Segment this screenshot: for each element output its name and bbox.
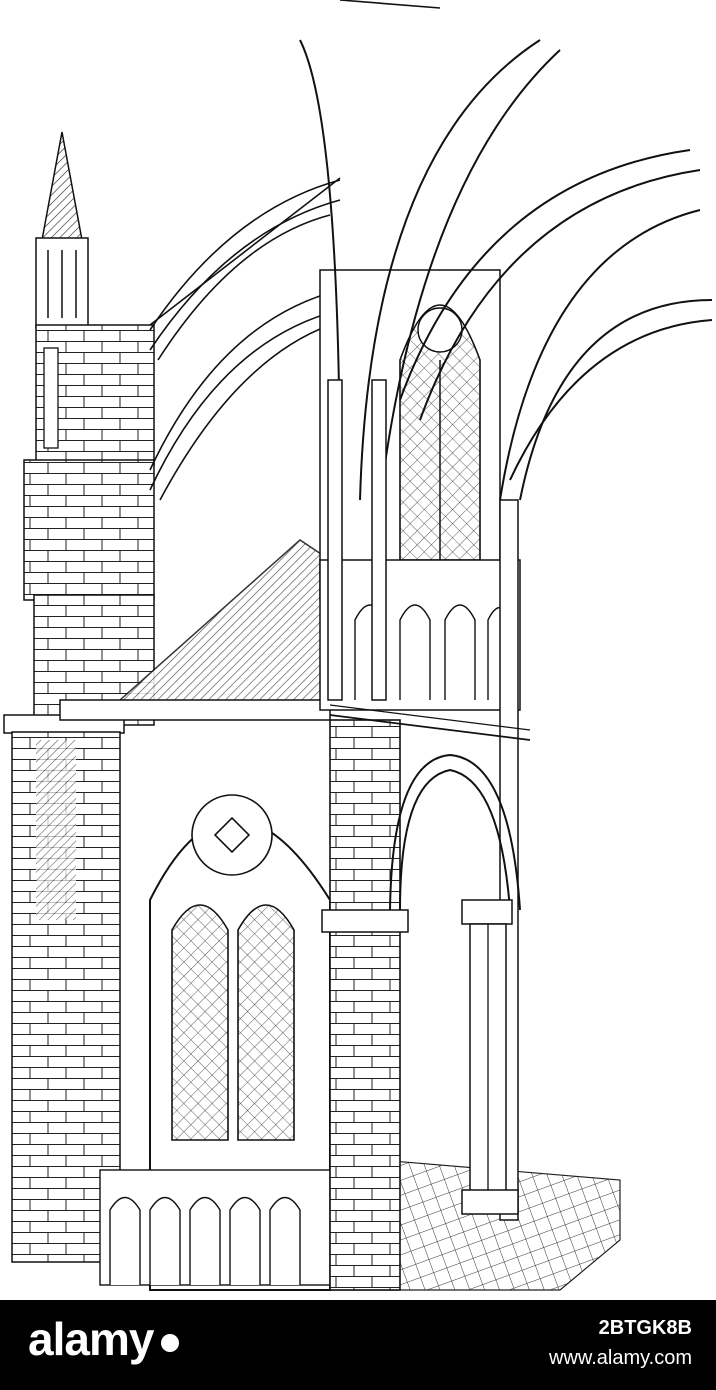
nave-arch [389, 753, 521, 911]
watermark-bar [0, 1300, 716, 1390]
clerestory [319, 269, 521, 711]
site-url: www.alamy.com [549, 1347, 692, 1369]
flying-buttresses [149, 177, 341, 501]
far-pier [461, 899, 519, 1215]
logo-text: alamy [28, 1313, 154, 1365]
image-id: 2BTGK8B [598, 1317, 692, 1339]
aisle-roof [59, 539, 331, 721]
alamy-logo: alamy [28, 1313, 180, 1365]
gothic-cathedral-engraving [3, 0, 713, 1291]
logo-dot-icon [161, 1333, 180, 1352]
blind-arcade [99, 1169, 331, 1286]
rib-vaults [299, 0, 713, 501]
brick-pier [329, 719, 401, 1291]
